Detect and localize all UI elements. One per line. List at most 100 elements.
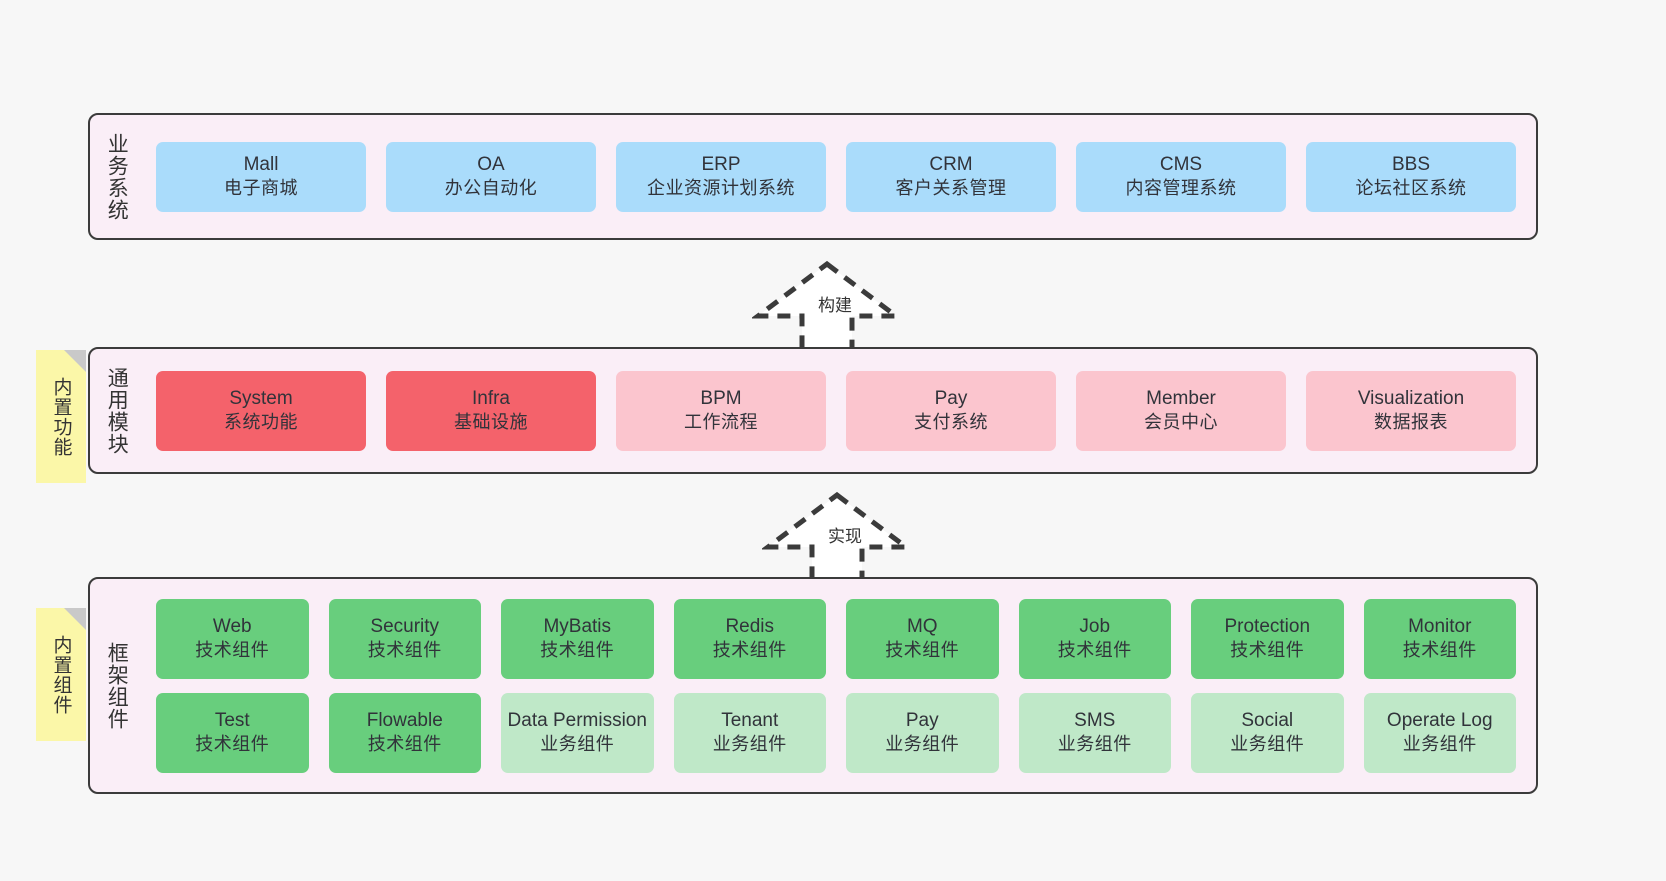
node-title-cn: 企业资源计划系统 [647,178,795,199]
node-title-en: Mall [243,154,279,176]
node-title-cn: 技术组件 [540,640,615,661]
sticky-note-text: 内置组件 [50,634,72,715]
node-row: Web 技术组件 Security 技术组件 MyBatis 技术组件 Redi… [146,598,1526,679]
node-mq[interactable]: MQ 技术组件 [846,598,999,679]
arrow-label-build: 构建 [818,296,852,315]
node-title-en: Protection [1224,616,1311,638]
node-row: System 系统功能 Infra 基础设施 BPM 工作流程 Pay 支付系统… [146,370,1526,451]
node-title-en: Test [214,710,250,732]
node-title-cn: 技术组件 [367,734,442,755]
node-title-en: Pay [934,388,968,410]
node-title-cn: 论坛社区系统 [1355,178,1467,199]
node-title-cn: 技术组件 [1230,640,1305,661]
node-data-permission[interactable]: Data Permission 业务组件 [501,692,654,773]
node-title-cn: 支付系统 [914,412,988,433]
arrow-label-implement: 实现 [828,527,862,546]
layer-business-systems: 业务系统 Mall 电子商城 OA 办公自动化 ERP 企业资源计划系统 CRM… [88,113,1538,240]
node-title-en: OA [477,154,505,176]
node-row: Mall 电子商城 OA 办公自动化 ERP 企业资源计划系统 CRM 客户关系… [146,141,1526,212]
node-test[interactable]: Test 技术组件 [156,692,309,773]
node-title-cn: 技术组件 [195,640,270,661]
node-protection[interactable]: Protection 技术组件 [1191,598,1344,679]
node-title-en: Redis [725,616,775,638]
node-cms[interactable]: CMS 内容管理系统 [1076,141,1286,212]
node-title-en: System [229,388,293,410]
sticky-fold-corner-icon [64,608,86,630]
node-title-cn: 系统功能 [224,412,298,433]
node-oa[interactable]: OA 办公自动化 [386,141,596,212]
node-title-cn: 业务组件 [540,734,615,755]
node-title-en: Job [1079,616,1111,638]
node-system[interactable]: System 系统功能 [156,370,366,451]
node-title-en: BBS [1391,154,1431,176]
node-title-cn: 业务组件 [1402,734,1477,755]
node-job[interactable]: Job 技术组件 [1018,598,1171,679]
node-sms[interactable]: SMS 业务组件 [1018,692,1171,773]
node-bpm[interactable]: BPM 工作流程 [616,370,826,451]
layer-framework-components: 框架组件 Web 技术组件 Security 技术组件 MyBatis 技术组件… [88,577,1538,794]
node-title-cn: 技术组件 [712,640,787,661]
node-social[interactable]: Social 业务组件 [1191,692,1344,773]
node-mybatis[interactable]: MyBatis 技术组件 [501,598,654,679]
node-title-en: ERP [701,154,741,176]
node-erp[interactable]: ERP 企业资源计划系统 [616,141,826,212]
node-title-en: Web [212,616,252,638]
sticky-fold-corner-icon [64,350,86,372]
node-crm[interactable]: CRM 客户关系管理 [846,141,1056,212]
node-monitor[interactable]: Monitor 技术组件 [1363,598,1516,679]
node-title-en: Monitor [1408,616,1472,638]
node-web[interactable]: Web 技术组件 [156,598,309,679]
node-title-en: Member [1146,388,1216,410]
layer-title-framework-components: 框架组件 [105,641,129,730]
node-title-en: Social [1241,710,1294,732]
layer-common-modules: 通用模块 System 系统功能 Infra 基础设施 BPM 工作流程 Pay… [88,347,1538,474]
layer-body-business-systems: Mall 电子商城 OA 办公自动化 ERP 企业资源计划系统 CRM 客户关系… [142,115,1536,238]
node-bbs[interactable]: BBS 论坛社区系统 [1306,141,1516,212]
node-operate-log[interactable]: Operate Log 业务组件 [1363,692,1516,773]
node-title-cn: 技术组件 [885,640,960,661]
node-title-en: CRM [929,154,973,176]
node-redis[interactable]: Redis 技术组件 [673,598,826,679]
node-title-cn: 会员中心 [1144,412,1218,433]
node-visualization[interactable]: Visualization 数据报表 [1306,370,1516,451]
node-member[interactable]: Member 会员中心 [1076,370,1286,451]
node-mall[interactable]: Mall 电子商城 [156,141,366,212]
node-infra[interactable]: Infra 基础设施 [386,370,596,451]
node-title-cn: 业务组件 [885,734,960,755]
node-title-cn: 业务组件 [1057,734,1132,755]
layer-body-framework-components: Web 技术组件 Security 技术组件 MyBatis 技术组件 Redi… [142,579,1536,792]
node-title-en: BPM [700,388,742,410]
node-title-en: Tenant [721,710,779,732]
layer-body-common-modules: System 系统功能 Infra 基础设施 BPM 工作流程 Pay 支付系统… [142,349,1536,472]
arrow-build [752,260,902,355]
node-flowable[interactable]: Flowable 技术组件 [328,692,481,773]
node-title-cn: 技术组件 [195,734,270,755]
arrow-implement [762,491,912,586]
node-title-cn: 数据报表 [1374,412,1448,433]
node-title-en: Visualization [1357,388,1465,410]
node-title-en: Flowable [366,710,443,732]
node-pay-business[interactable]: Pay 业务组件 [846,692,999,773]
node-title-en: MQ [906,616,938,638]
node-title-cn: 业务组件 [712,734,787,755]
sticky-note-text: 内置功能 [50,376,72,457]
node-title-en: SMS [1074,710,1116,732]
node-title-en: Operate Log [1386,710,1493,732]
node-title-en: CMS [1159,154,1203,176]
layer-title-business-systems: 业务系统 [105,132,129,221]
node-title-en: Security [370,616,440,638]
node-title-cn: 内容管理系统 [1125,178,1237,199]
node-title-cn: 工作流程 [684,412,758,433]
layer-title-common-modules: 通用模块 [105,366,129,455]
node-title-cn: 技术组件 [1402,640,1477,661]
node-title-cn: 基础设施 [454,412,528,433]
node-tenant[interactable]: Tenant 业务组件 [673,692,826,773]
node-title-en: MyBatis [543,616,612,638]
node-title-cn: 技术组件 [1057,640,1132,661]
sticky-note-builtin-features: 内置功能 [36,350,86,483]
node-title-cn: 办公自动化 [444,178,538,199]
node-title-cn: 业务组件 [1230,734,1305,755]
node-security[interactable]: Security 技术组件 [328,598,481,679]
node-pay[interactable]: Pay 支付系统 [846,370,1056,451]
